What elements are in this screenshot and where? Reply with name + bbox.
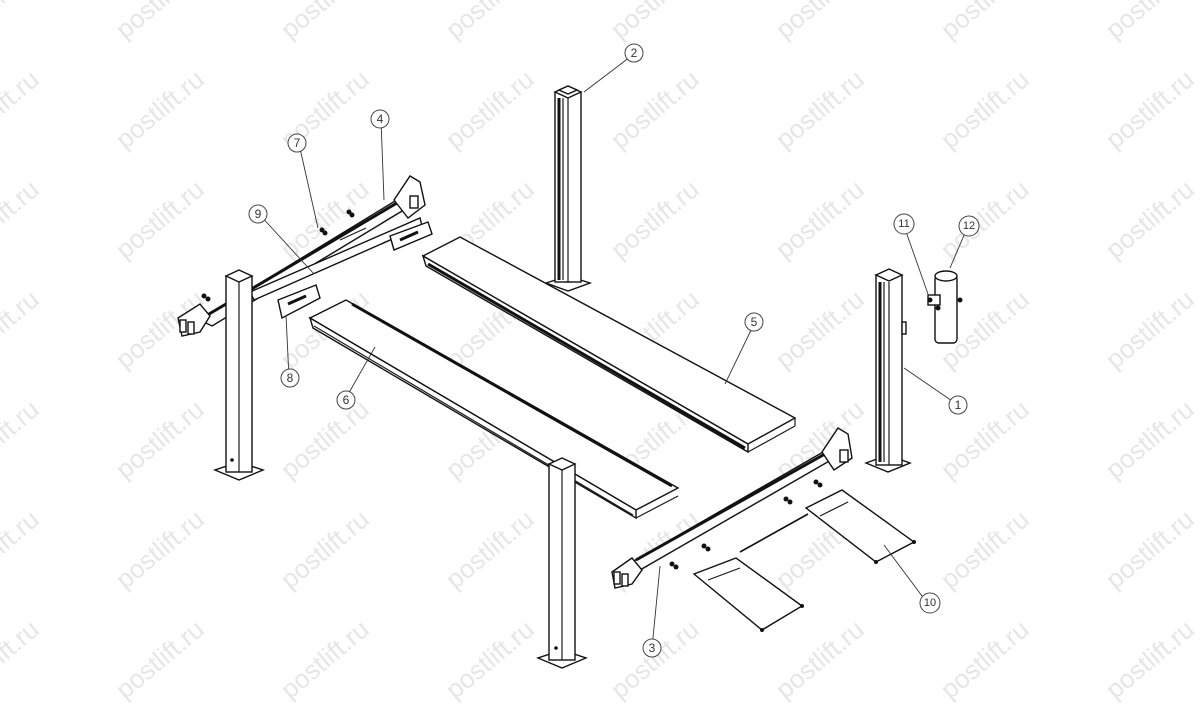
watermark-text: postlift.ru xyxy=(440,614,540,705)
watermark-text: postlift.ru xyxy=(110,504,210,595)
svg-text:2: 2 xyxy=(631,46,638,60)
watermark-text: postlift.ru xyxy=(935,614,1035,705)
watermark-text: postlift.ru xyxy=(770,174,870,265)
callout-11: 11 xyxy=(893,213,915,235)
watermark-text: postlift.ru xyxy=(110,174,210,265)
leader-lines xyxy=(258,56,969,649)
watermark-text: postlift.ru xyxy=(0,174,45,265)
watermark-text: postlift.ru xyxy=(0,504,45,595)
watermark-text: postlift.ru xyxy=(275,504,375,595)
watermark-text: postlift.ru xyxy=(110,64,210,155)
rear-crossbeam xyxy=(177,175,433,337)
watermark-text: postlift.ru xyxy=(0,64,45,155)
svg-text:11: 11 xyxy=(898,218,909,230)
svg-text:9: 9 xyxy=(255,207,262,221)
svg-text:12: 12 xyxy=(963,220,975,232)
watermark-text: postlift.ru xyxy=(1100,174,1200,265)
svg-text:5: 5 xyxy=(751,315,758,329)
watermark-text: postlift.ru xyxy=(440,64,540,155)
watermark-text: postlift.ru xyxy=(605,614,705,705)
post-front-left xyxy=(536,457,588,669)
watermark-text: postlift.ru xyxy=(440,0,540,45)
svg-text:1: 1 xyxy=(955,398,962,412)
watermark-text: postlift.ru xyxy=(110,394,210,485)
watermark-text: postlift.ru xyxy=(605,0,705,45)
svg-text:10: 10 xyxy=(924,597,936,609)
callout-7: 7 xyxy=(287,133,307,153)
watermark-text: postlift.ru xyxy=(935,0,1035,45)
callout-2: 2 xyxy=(624,43,644,63)
watermark-text: postlift.ru xyxy=(770,394,870,485)
watermark-text: postlift.ru xyxy=(935,504,1035,595)
watermark-text: postlift.ru xyxy=(1100,614,1200,705)
watermark-text: postlift.ru xyxy=(1100,394,1200,485)
callout-9: 9 xyxy=(248,204,268,224)
post-rear-left xyxy=(213,269,265,481)
watermark-text: postlift.ru xyxy=(770,614,870,705)
svg-text:4: 4 xyxy=(377,112,384,126)
watermark-text: postlift.ru xyxy=(1100,284,1200,375)
watermark-text: postlift.ru xyxy=(0,394,45,485)
watermark-text: postlift.ru xyxy=(110,0,210,45)
callout-3: 3 xyxy=(642,638,662,658)
callout-8: 8 xyxy=(280,368,300,388)
watermark-text: postlift.ru xyxy=(935,64,1035,155)
watermark-text: postlift.ru xyxy=(275,394,375,485)
watermark-text: postlift.ru xyxy=(770,64,870,155)
watermark-text: postlift.ru xyxy=(275,0,375,45)
watermark-text: postlift.ru xyxy=(0,284,45,375)
watermark-text: postlift.ru xyxy=(935,174,1035,265)
watermark-text: postlift.ru xyxy=(605,174,705,265)
watermark-text: postlift.ru xyxy=(770,284,870,375)
watermark-text: postlift.ru xyxy=(605,64,705,155)
svg-text:3: 3 xyxy=(649,641,656,655)
approach-ramps xyxy=(692,489,916,632)
callout-4: 4 xyxy=(370,109,390,129)
callout-10: 10 xyxy=(919,592,941,614)
post-2 xyxy=(543,85,593,292)
svg-text:8: 8 xyxy=(287,371,294,385)
callout-6: 6 xyxy=(336,390,356,410)
watermark-text: postlift.ru xyxy=(1100,64,1200,155)
watermark-text: postlift.ru xyxy=(1100,0,1200,45)
front-crossbeam xyxy=(611,427,853,589)
callout-5: 5 xyxy=(744,312,764,332)
watermark-text: postlift.ru xyxy=(440,504,540,595)
svg-text:7: 7 xyxy=(294,136,301,150)
post-1 xyxy=(864,268,912,473)
watermark-text: postlift.ru xyxy=(110,614,210,705)
hydraulic-power-unit xyxy=(927,270,963,344)
watermark-text: postlift.ru xyxy=(0,0,45,45)
svg-text:6: 6 xyxy=(343,393,350,407)
watermark-text: postlift.ru xyxy=(0,614,45,705)
watermark-text: postlift.ru xyxy=(275,614,375,705)
watermark-text: postlift.ru xyxy=(770,0,870,45)
callout-1: 1 xyxy=(948,395,968,415)
runway-platform-5 xyxy=(421,236,797,454)
watermark-text: postlift.ru xyxy=(1100,504,1200,595)
callout-12: 12 xyxy=(958,215,980,237)
